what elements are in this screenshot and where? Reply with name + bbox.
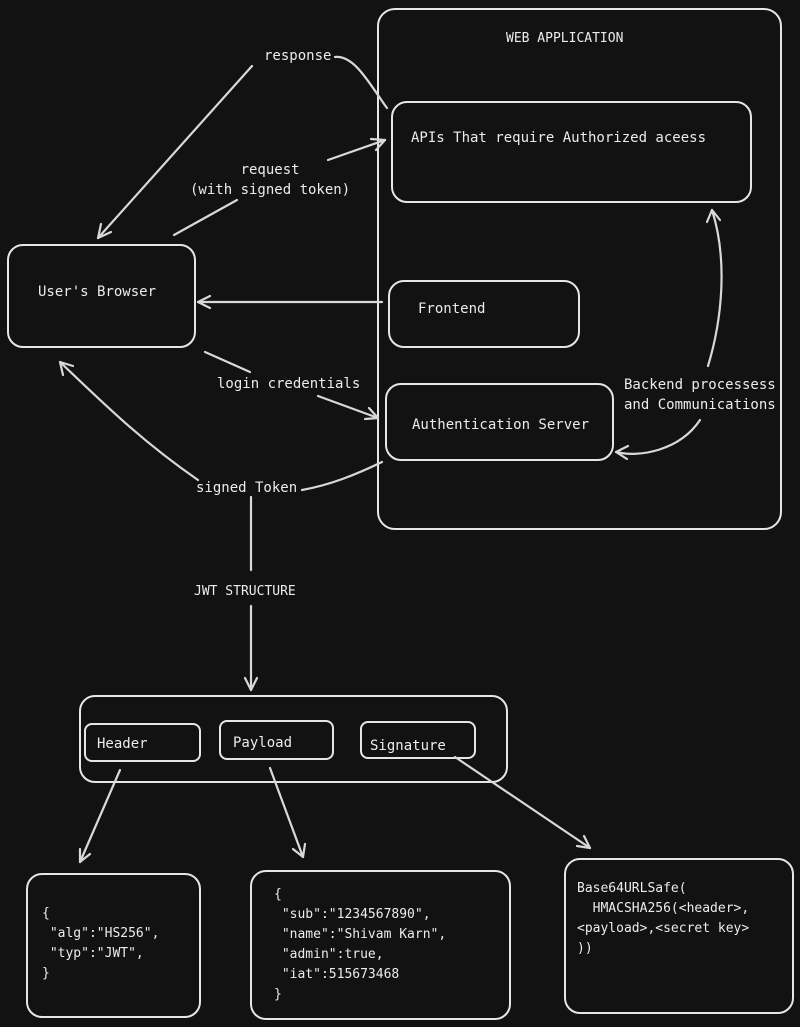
response-label: response xyxy=(264,48,332,64)
apis-node-label: APIs That require Authorized aceess xyxy=(411,130,707,146)
payload-arrowhead xyxy=(291,842,307,859)
request-arrow-line xyxy=(172,198,239,237)
jwt-payload-part xyxy=(219,720,334,760)
backend-arrowhead-b xyxy=(705,208,722,224)
signed-token-arrow-2 xyxy=(58,360,200,482)
browser-node xyxy=(7,244,196,348)
backend-arrowhead-a xyxy=(614,444,630,461)
frontend-node-label: Frontend xyxy=(418,301,486,317)
signature-formula-code: Base64URLSafe( HMACSHA256(<header>, <pay… xyxy=(577,881,750,956)
jwt-header-label: Header xyxy=(97,736,148,752)
signature-arrow xyxy=(453,755,592,850)
header-json-code: { "alg":"HS256", "typ":"JWT", } xyxy=(42,906,160,981)
login-credentials-label: login credentials xyxy=(217,376,361,392)
jwt-signature-label: Signature xyxy=(370,738,446,754)
signed-token-label: signed Token xyxy=(196,480,298,496)
backend-arrow xyxy=(614,418,702,455)
signed-token-arrowhead xyxy=(58,360,75,377)
backend-arrow-up xyxy=(706,208,723,368)
response-arrow xyxy=(333,55,389,110)
frontend-to-browser-arrowhead xyxy=(196,294,212,310)
web-application-container xyxy=(377,8,782,530)
frontend-node xyxy=(388,280,580,348)
login-arrowhead xyxy=(363,406,380,421)
signature-formula-box xyxy=(564,858,794,1014)
web-application-title: WEB APPLICATION xyxy=(506,31,624,46)
jwt-payload-label: Payload xyxy=(233,735,293,751)
header-arrowhead xyxy=(78,847,92,864)
request-arrow-line-2 xyxy=(326,138,387,162)
payload-json-box xyxy=(250,870,511,1020)
response-arrow-line xyxy=(96,64,254,240)
payload-json-code: { "sub":"1234567890", "name":"Shivam Kar… xyxy=(274,887,447,1002)
jwt-header-part xyxy=(84,723,201,762)
signature-arrowhead xyxy=(575,834,592,850)
auth-server-node xyxy=(385,383,614,461)
jwt-signature-part xyxy=(360,721,476,759)
jwt-structure-label: JWT STRUCTURE xyxy=(194,584,296,599)
header-arrow xyxy=(78,768,122,864)
login-arrow-line-2 xyxy=(316,394,380,420)
backend-label: Backend processess and Communications xyxy=(624,377,776,413)
apis-node xyxy=(391,101,752,203)
header-json-box xyxy=(26,873,201,1018)
browser-node-label: User's Browser xyxy=(38,284,157,300)
jwt-structure-arrowhead xyxy=(243,676,259,692)
auth-server-node-label: Authentication Server xyxy=(412,417,590,433)
payload-arrow xyxy=(268,766,305,859)
login-arrow-line-1 xyxy=(203,350,252,374)
signed-token-arrow xyxy=(300,460,384,492)
request-arrowhead xyxy=(369,137,387,152)
response-arrowhead xyxy=(96,222,113,240)
request-label: request (with signed token) xyxy=(190,162,351,198)
jwt-structure-container xyxy=(79,695,508,783)
